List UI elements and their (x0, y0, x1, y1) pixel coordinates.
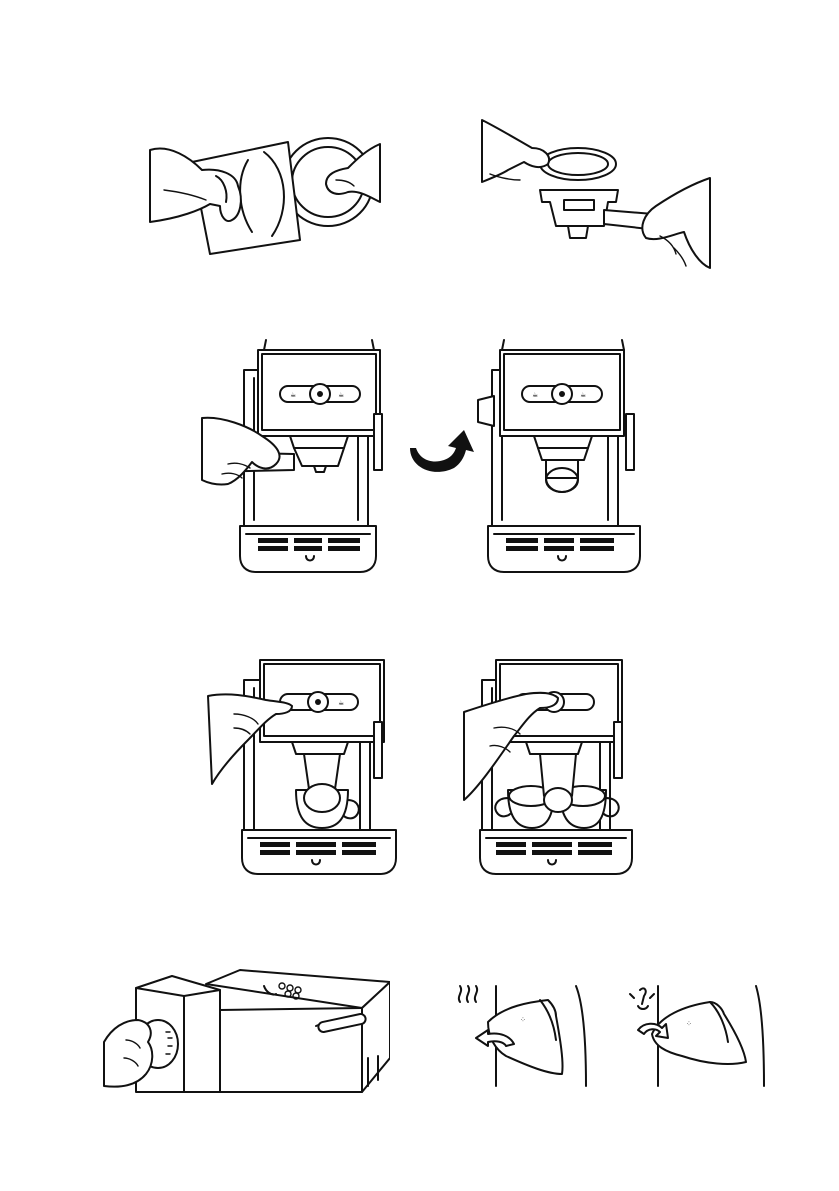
hot-water-icon (459, 986, 477, 1002)
upper-hand (482, 120, 549, 182)
steam-wand (614, 722, 622, 778)
figure-turn-knob (100, 968, 390, 1100)
turn-knob-illustration (100, 968, 390, 1100)
brew-head (290, 436, 348, 448)
single-cup-illustration: ☕ (204, 650, 404, 882)
double-cup-icon: ☕ (580, 391, 586, 399)
knob-indicator: ⁘ (686, 1020, 692, 1028)
brew-head (292, 742, 348, 754)
filter-paper-illustration (140, 130, 390, 260)
machine-illustration-right: ☕ ☕ (472, 330, 652, 578)
steam-wand (374, 414, 382, 470)
double-cup-icon: ☕ (338, 391, 344, 399)
steam-wand (374, 722, 382, 778)
figure-machine-insert-portafilter: ☕ ☕ (198, 330, 403, 578)
steam-icon (630, 988, 654, 1009)
panel-edge-right (576, 986, 586, 1086)
steam-wand (626, 414, 634, 470)
knob-indicator: ⁘ (520, 1016, 526, 1024)
machine-top (206, 970, 390, 1008)
double-cup-illustration (460, 650, 650, 882)
figure-double-cup-brew (460, 650, 650, 882)
figure-filter-paper-removal (140, 130, 390, 260)
knob-hot-water-illustration: ⁘ (448, 976, 590, 1088)
single-cup-icon: ☕ (532, 391, 538, 399)
knob-steam-illustration: ⁘ (620, 976, 770, 1088)
insert-filter-illustration (478, 118, 718, 278)
double-cup-icon: ☕ (338, 699, 344, 707)
curved-arrow-icon (404, 424, 476, 480)
rotate-arrow (404, 424, 476, 480)
brew-head (534, 436, 592, 448)
figure-knob-steam: ⁘ (620, 976, 770, 1088)
machine-illustration-left: ☕ ☕ (198, 330, 403, 578)
figure-knob-hot-water: ⁘ (448, 976, 590, 1088)
figure-machine-portafilter-locked: ☕ ☕ (472, 330, 652, 578)
single-cup-icon: ☕ (290, 391, 296, 399)
figure-insert-filter (478, 118, 718, 278)
brew-head (526, 742, 582, 754)
figure-single-cup-brew: ☕ (204, 650, 404, 882)
panel-edge-right (756, 986, 764, 1086)
side-knob (478, 396, 494, 426)
